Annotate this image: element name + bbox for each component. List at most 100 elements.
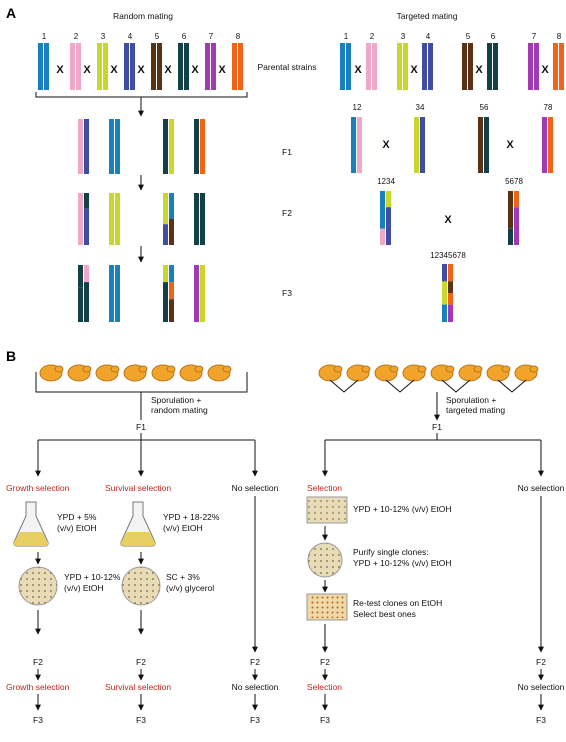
chromosome-segment (184, 43, 189, 90)
chromosome-segment (559, 43, 564, 90)
targeted-caption: Sporulation + targeted mating (446, 395, 505, 415)
chromosome-segment (78, 119, 83, 174)
chromosome-segment (422, 43, 427, 90)
plate-icon (307, 542, 343, 578)
noselect-targeted-f3: F3 (536, 715, 546, 725)
f1-label: 56 (480, 103, 489, 112)
selection-f3: F3 (320, 715, 330, 725)
chromosome-segment (468, 43, 473, 90)
cross-symbol: X (110, 64, 118, 76)
no-selection-targeted: No selection (518, 483, 565, 493)
yeast-bud (166, 365, 176, 373)
chromosome-segment (78, 287, 83, 322)
chromosome-segment (340, 43, 345, 90)
survival-selection-label-2: Survival selection (105, 682, 171, 692)
pair-connector (329, 379, 359, 393)
chromosome-segment (508, 191, 513, 229)
yeast-cell-icon (95, 364, 120, 382)
chromosome-segment (163, 193, 168, 225)
targeted-step3-text: Re-test clones on EtOH Select best ones (353, 598, 445, 619)
chromosome-segment (130, 43, 135, 90)
growth-f2: F2 (33, 657, 43, 667)
targeted-step2-text: Purify single clones: YPD + 10-12% (v/v)… (353, 547, 452, 568)
chromosome-segment (478, 117, 483, 173)
chromosome-segment (366, 43, 371, 90)
yeast-bud (417, 365, 427, 373)
chromosome-segment (514, 207, 519, 245)
multiwell-plate-icon (306, 593, 348, 621)
strain-number: 4 (128, 32, 133, 41)
yeast-bud (333, 365, 343, 373)
chromosome-segment (380, 191, 385, 229)
f1-label: 12 (353, 103, 362, 112)
growth-flask-text: YPD + 5% (v/v) EtOH (57, 512, 99, 533)
chromosome-segment (84, 193, 89, 209)
chromosome-segment (169, 282, 174, 300)
selection-f2: F2 (320, 657, 330, 667)
f3-label: 12345678 (430, 251, 466, 260)
chromosome-segment (414, 117, 419, 173)
yeast-bud (445, 365, 455, 373)
cross-symbol: X (83, 64, 91, 76)
chromosome-segment (78, 193, 83, 245)
cross-symbol: X (506, 139, 514, 151)
yeast-cell-icon (514, 364, 539, 382)
plate-icon (18, 566, 58, 606)
yeast-cells-targeted (318, 364, 539, 393)
panel-b-label: B (6, 348, 16, 364)
random-f1: F1 (136, 422, 146, 432)
f2-label: 5678 (505, 177, 523, 186)
chromosome-segment (442, 264, 447, 282)
chromosome-segment (109, 193, 114, 245)
chromosome-segment (448, 304, 453, 322)
strain-number: 5 (155, 32, 160, 41)
random-offspring-chromosomes (78, 119, 205, 322)
chromosome-segment (534, 43, 539, 90)
chromosome-segment (428, 43, 433, 90)
cross-symbol: X (410, 64, 418, 76)
yeast-bud (194, 365, 204, 373)
chromosome-segment (84, 265, 89, 283)
strain-number: 7 (532, 32, 537, 41)
chromosome-segment (151, 43, 156, 90)
flask-icon (13, 501, 49, 547)
gen-label-f1: F1 (282, 147, 292, 157)
chromosome-segment (487, 43, 492, 90)
pair-connector (385, 379, 415, 393)
targeted-mating-title: Targeted mating (397, 11, 458, 21)
survival-f2: F2 (136, 657, 146, 667)
growth-selection-label-2: Growth selection (6, 682, 70, 692)
chromosome-segment (200, 119, 205, 174)
random-caption: Sporulation + random mating (151, 395, 208, 415)
chromosome-segment (169, 299, 174, 322)
strain-number: 8 (557, 32, 562, 41)
yeast-cell-icon (39, 364, 64, 382)
yeast-cell-icon (151, 364, 176, 382)
chromosome-segment (157, 43, 162, 90)
yeast-cells-random (39, 364, 232, 382)
chromosome-segment (386, 191, 391, 208)
strain-number: 6 (491, 32, 496, 41)
chromosome-segment (115, 193, 120, 245)
chromosome-segment (442, 281, 447, 305)
chromosome-segment (403, 43, 408, 90)
cross-symbol: X (475, 64, 483, 76)
chromosome-segment (493, 43, 498, 90)
chromosome-segment (84, 282, 89, 322)
no-selection-targeted-2: No selection (518, 682, 565, 692)
chromosome-segment (115, 265, 120, 322)
strain-number: 2 (370, 32, 375, 41)
chromosome-segment (78, 265, 83, 288)
chromosome-segment (357, 117, 362, 173)
f1-label: 78 (544, 103, 553, 112)
yeast-cell-icon (179, 364, 204, 382)
chromosome-segment (508, 228, 513, 245)
yeast-bud (110, 365, 120, 373)
strain-number: 3 (101, 32, 106, 41)
chromosome-segment (232, 43, 237, 90)
no-selection-random-2: No selection (232, 682, 279, 692)
chromosome-segment (163, 224, 168, 245)
chromosome-segment (205, 43, 210, 90)
